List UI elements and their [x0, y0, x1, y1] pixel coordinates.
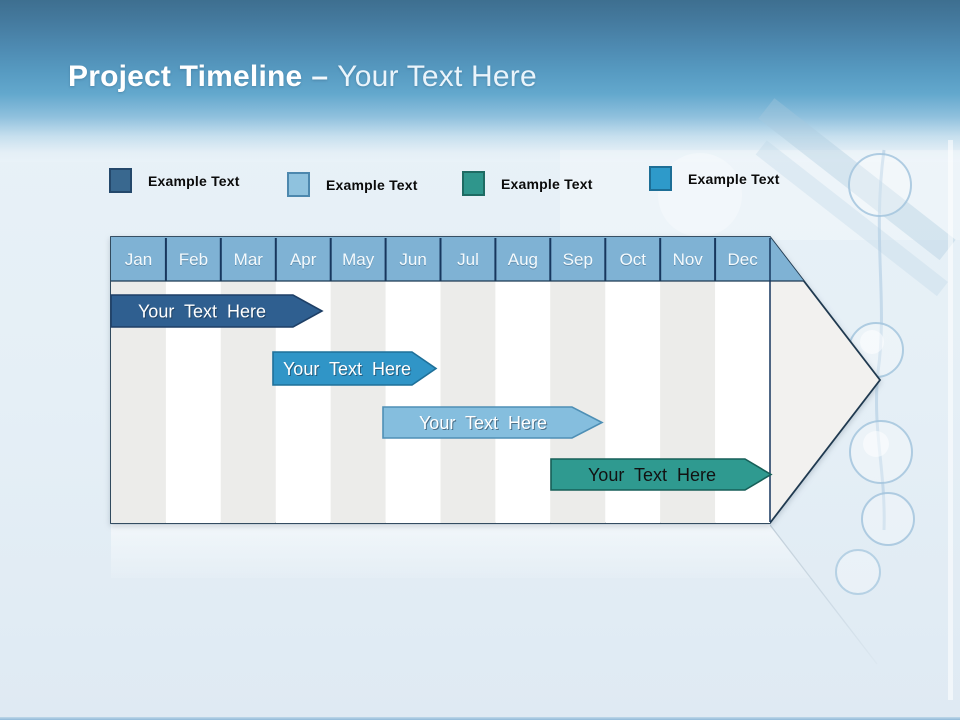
- title-bold-text: Project Timeline: [68, 60, 303, 93]
- gantt-bar-label[interactable]: Your Text Here: [138, 302, 266, 322]
- month-label: May: [342, 250, 375, 269]
- month-label: Nov: [673, 250, 704, 269]
- legend-item-2[interactable]: Example Text: [287, 172, 418, 197]
- gantt-bar-shape[interactable]: [550, 458, 773, 491]
- month-label: Aug: [508, 250, 538, 269]
- header-band: [0, 0, 960, 162]
- gantt-bar-label[interactable]: Your Text Here: [588, 465, 716, 485]
- month-label: Sep: [563, 250, 593, 269]
- month-header-band: [111, 237, 811, 281]
- column-stripe: [330, 281, 386, 523]
- month-labels: Jan Feb Mar Apr May Jun Jul Aug Sep Oct …: [125, 250, 758, 269]
- gantt-bar-4[interactable]: Your Text Here: [550, 458, 773, 491]
- gantt-bar-label[interactable]: Your Text Here: [419, 413, 547, 433]
- bottom-accent-strip: [0, 717, 960, 720]
- column-stripe: [385, 281, 441, 523]
- legend-swatch-light-blue: [287, 172, 310, 197]
- month-label: Mar: [234, 250, 264, 269]
- legend-label[interactable]: Example Text: [688, 170, 780, 187]
- gantt-bars: Your Text Here Your Text Here Your Text …: [110, 294, 773, 491]
- timeline-arrow: Jan Feb Mar Apr May Jun Jul Aug Sep Oct …: [110, 236, 882, 524]
- gantt-bar-shape[interactable]: [110, 294, 324, 328]
- gantt-bar-shape[interactable]: [382, 406, 604, 439]
- legend-label[interactable]: Example Text: [326, 176, 418, 193]
- legend-swatch-medium-blue: [649, 166, 672, 191]
- legend-item-4[interactable]: Example Text: [649, 166, 780, 191]
- month-cell-separators: [164, 238, 771, 522]
- slide-title[interactable]: Project Timeline–Your Text Here: [68, 60, 537, 94]
- gantt-bar-1[interactable]: Your Text Here: [110, 294, 324, 328]
- month-label: Oct: [620, 250, 647, 269]
- month-label: Jul: [457, 250, 479, 269]
- column-stripe: [495, 281, 551, 523]
- month-label: Feb: [179, 250, 208, 269]
- timeline-reflection: [111, 524, 878, 665]
- column-stripe: [440, 281, 496, 523]
- gantt-bar-2[interactable]: Your Text Here: [272, 351, 438, 386]
- legend-item-1[interactable]: Example Text: [109, 168, 240, 193]
- legend-item-3[interactable]: Example Text: [462, 171, 593, 196]
- title-placeholder-text[interactable]: Your Text Here: [337, 60, 537, 93]
- gantt-bar-3[interactable]: Your Text Here: [382, 406, 604, 439]
- legend-swatch-dark-blue: [109, 168, 132, 193]
- month-label: Apr: [290, 250, 317, 269]
- title-dash: –: [311, 60, 329, 93]
- legend-swatch-teal: [462, 171, 485, 196]
- gantt-bar-shape[interactable]: [272, 351, 438, 386]
- legend-label[interactable]: Example Text: [148, 172, 240, 189]
- month-label: Jun: [399, 250, 426, 269]
- month-label: Jan: [125, 250, 152, 269]
- month-label: Dec: [727, 250, 758, 269]
- gantt-bar-label[interactable]: Your Text Here: [283, 359, 411, 379]
- legend-label[interactable]: Example Text: [501, 175, 593, 192]
